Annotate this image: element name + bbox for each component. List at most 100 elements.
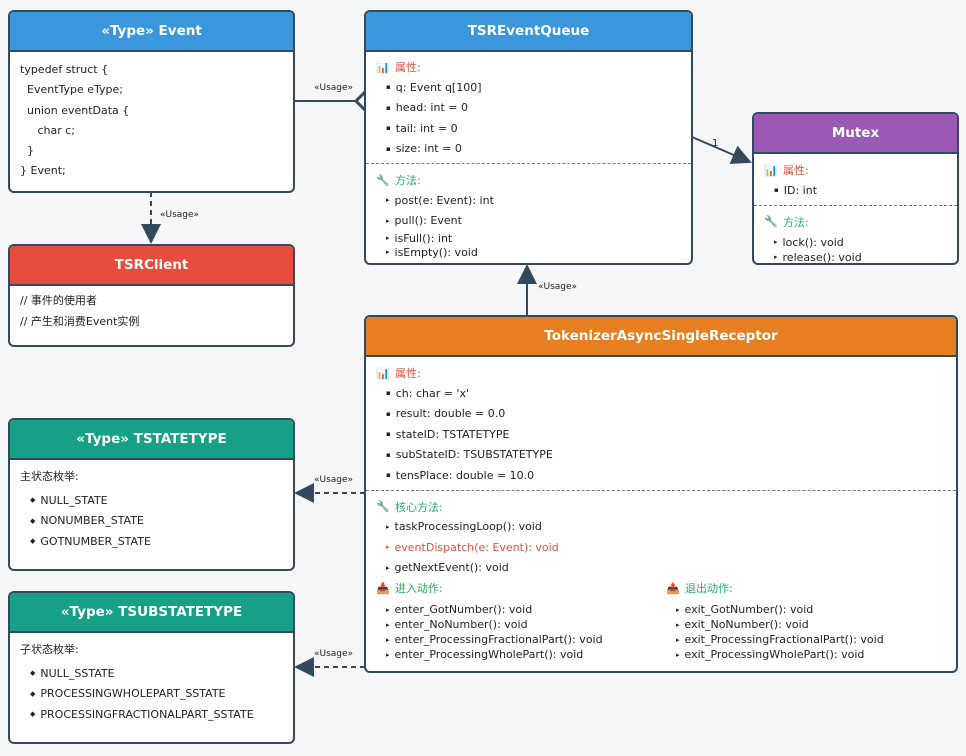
method: taskProcessingLoop(): void xyxy=(394,520,542,534)
class-title: TokenizerAsyncSingleReceptor xyxy=(366,317,956,357)
method: getNextEvent(): void xyxy=(394,561,509,575)
diamond-bullet-icon: ◆ xyxy=(30,516,36,525)
bullet-icon: ▸ xyxy=(386,605,390,614)
edge-label: «Usage» xyxy=(314,83,354,93)
enum-label: 子状态枚举: xyxy=(20,643,79,656)
bullet-icon: ▸ xyxy=(386,620,390,629)
event-class[interactable]: «Type» Event typedef struct { EventType … xyxy=(8,10,295,193)
tokenizer-class[interactable]: TokenizerAsyncSingleReceptor 📊属性: ▪ch: c… xyxy=(364,315,958,673)
attribute: tail: int = 0 xyxy=(395,121,458,135)
method: isEmpty(): void xyxy=(394,245,478,259)
diamond-bullet-icon: ◆ xyxy=(30,689,36,698)
class-title: TSRClient xyxy=(10,246,293,286)
entry-action: enter_GotNumber(): void xyxy=(394,603,533,616)
bullet-icon: ▸ xyxy=(774,253,778,261)
method: pull(): Event xyxy=(394,214,462,228)
section-label: 方法: xyxy=(395,174,421,187)
wrench-icon: 🔧 xyxy=(376,173,390,187)
enum-value: GOTNUMBER_STATE xyxy=(40,534,151,548)
bullet-icon: ▪ xyxy=(386,430,391,439)
enum-value: NULL_SSTATE xyxy=(40,666,115,680)
exit-action: exit_GotNumber(): void xyxy=(684,603,814,616)
mutex-class[interactable]: Mutex 📊属性: ▪ID: int 🔧方法: ▸lock(): void ▸… xyxy=(752,112,959,265)
attribute: result: double = 0.0 xyxy=(395,407,506,421)
bullet-icon: ▸ xyxy=(386,234,390,242)
bullet-icon: ▸ xyxy=(386,635,390,644)
queue-mutex-edge xyxy=(691,136,752,165)
edge-label: «Usage» xyxy=(314,649,354,659)
bullet-icon: ▸ xyxy=(676,635,680,644)
bullet-icon: ▸ xyxy=(386,248,390,256)
section-label: 退出动作: xyxy=(685,582,733,595)
class-code: typedef struct { EventType eType; union … xyxy=(20,63,130,178)
inbox-in-icon: 📥 xyxy=(376,581,390,595)
attribute: ID: int xyxy=(783,183,818,197)
method-highlighted: eventDispatch(e: Event): void xyxy=(394,540,559,554)
bullet-icon: ▸ xyxy=(676,620,680,629)
class-title: TSREventQueue xyxy=(366,12,691,52)
section-label: 进入动作: xyxy=(395,582,443,595)
wrench-icon: 🔧 xyxy=(764,215,778,228)
bullet-icon: ▪ xyxy=(386,471,391,480)
enum-value: NULL_STATE xyxy=(40,493,108,507)
bullet-icon: ▸ xyxy=(386,522,390,531)
method: lock(): void xyxy=(782,235,844,249)
method: isFull(): int xyxy=(394,231,453,245)
entry-action: enter_ProcessingFractionalPart(): void xyxy=(394,633,603,646)
bullet-icon: ▸ xyxy=(774,238,778,246)
chart-icon: 📊 xyxy=(376,60,390,74)
divider xyxy=(366,489,956,491)
tstatetype-class[interactable]: «Type» TSTATETYPE 主状态枚举: ◆NULL_STATE ◆NO… xyxy=(8,418,295,571)
bullet-icon: ▪ xyxy=(386,389,391,398)
attribute: subStateID: TSUBSTATETYPE xyxy=(395,448,553,462)
section-label: 属性: xyxy=(395,367,421,380)
bullet-icon: ▸ xyxy=(386,196,390,205)
entry-action: enter_NoNumber(): void xyxy=(394,618,528,631)
multiplicity-label: 1 xyxy=(712,138,719,149)
exit-action: exit_ProcessingFractionalPart(): void xyxy=(684,633,884,646)
section-label: 方法: xyxy=(783,215,809,229)
entry-action: enter_ProcessingWholePart(): void xyxy=(394,648,584,661)
enum-value: NONUMBER_STATE xyxy=(40,514,144,528)
bullet-icon: ▸ xyxy=(386,543,390,552)
attribute: size: int = 0 xyxy=(395,142,462,156)
exit-action: exit_NoNumber(): void xyxy=(684,618,809,631)
divider xyxy=(366,163,691,164)
exit-action: exit_ProcessingWholePart(): void xyxy=(684,648,865,661)
bullet-icon: ▸ xyxy=(676,650,680,659)
tsrclient-class[interactable]: TSRClient // 事件的使用者 // 产生和消费Event实例 xyxy=(8,244,295,347)
bullet-icon: ▸ xyxy=(386,563,390,572)
attribute: stateID: TSTATETYPE xyxy=(395,427,510,441)
diamond-bullet-icon: ◆ xyxy=(30,537,36,546)
diamond-bullet-icon: ◆ xyxy=(30,669,36,678)
bullet-icon: ▪ xyxy=(386,409,391,418)
bullet-icon: ▪ xyxy=(386,144,391,153)
enum-value: PROCESSINGWHOLEPART_SSTATE xyxy=(40,687,226,701)
edge-label: «Usage» xyxy=(160,210,200,220)
bullet-icon: ▪ xyxy=(386,450,391,459)
divider xyxy=(754,204,957,206)
enum-value: PROCESSINGFRACTIONALPART_SSTATE xyxy=(40,707,254,721)
diamond-bullet-icon: ◆ xyxy=(30,496,36,505)
tsreventqueue-class[interactable]: TSREventQueue 📊 属性: ▪ q: Event q[100] ▪ hea… xyxy=(364,10,693,265)
section-label: 属性: xyxy=(783,164,809,177)
bullet-icon: ▸ xyxy=(386,650,390,659)
wrench-icon: 🔧 xyxy=(376,500,390,513)
attribute: ch: char = 'x' xyxy=(395,386,470,400)
section-label: 属性: xyxy=(395,61,421,74)
method: release(): void xyxy=(782,250,862,264)
diamond-bullet-icon: ◆ xyxy=(30,710,36,719)
bullet-icon: ▪ xyxy=(386,83,391,92)
section-label: 核心方法: xyxy=(395,500,443,514)
attribute: q: Event q[100] xyxy=(395,80,482,94)
bullet-icon: ▸ xyxy=(676,605,680,614)
comment-line: // 产生和消费Event实例 xyxy=(20,315,140,328)
class-title: Mutex xyxy=(754,114,957,154)
class-title: «Type» TSTATETYPE xyxy=(10,420,293,460)
attribute: head: int = 0 xyxy=(395,101,468,115)
tsubstatetype-class[interactable]: «Type» TSUBSTATETYPE 子状态枚举: ◆ NULL_SSTATE… xyxy=(8,591,295,744)
class-title: «Type» TSUBSTATETYPE xyxy=(10,593,293,633)
method: post(e: Event): int xyxy=(394,193,494,207)
chart-icon: 📊 xyxy=(764,163,778,177)
comment-line: // 事件的使用者 xyxy=(20,294,97,307)
